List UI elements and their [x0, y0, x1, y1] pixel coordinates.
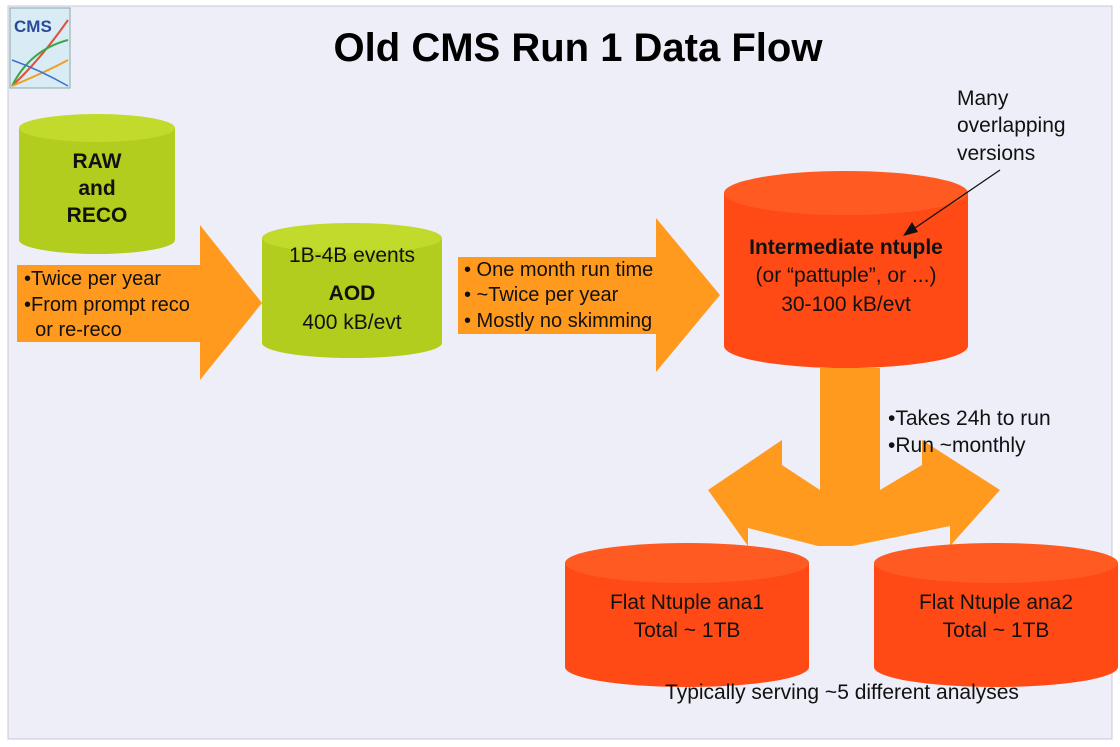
cms-logo-icon: CMS [9, 7, 71, 89]
callout-line1: Many [957, 87, 1009, 110]
flat1-name: Flat Ntuple ana1 [610, 591, 764, 614]
fork-arrow [708, 368, 1000, 546]
arrow-raw-to-aod: •Twice per year •From prompt reco or re-… [17, 225, 262, 380]
flat2-name: Flat Ntuple ana2 [919, 591, 1073, 614]
callout-arrowhead-icon [903, 222, 918, 236]
aod-size: 400 kB/evt [302, 311, 401, 334]
raw-reco-cylinder: RAW and RECO [19, 114, 175, 254]
page-title: Old CMS Run 1 Data Flow [334, 26, 824, 70]
aod-name: AOD [329, 282, 376, 305]
callout-line2: overlapping [957, 114, 1066, 137]
aod-events: 1B-4B events [289, 244, 415, 267]
raw-label: RAW [73, 150, 122, 173]
arrow1-line1: •Twice per year [24, 268, 161, 290]
fork-line2: •Run ~monthly [888, 434, 1026, 457]
footer-note: Typically serving ~5 different analyses [665, 681, 1019, 704]
callout: Many overlapping versions [903, 87, 1066, 236]
arrow1-line3: or re-reco [24, 319, 122, 341]
intermediate-name: Intermediate ntuple [749, 236, 943, 259]
flat-ntuple-ana2-cylinder: Flat Ntuple ana2 Total ~ 1TB [874, 543, 1118, 687]
arrow-aod-to-intermediate: • One month run time • ~Twice per year •… [458, 218, 720, 372]
aod-cylinder: 1B-4B events AOD 400 kB/evt [262, 223, 442, 358]
flat-ntuple-ana1-cylinder: Flat Ntuple ana1 Total ~ 1TB [565, 543, 809, 687]
arrow2-line1: • One month run time [464, 259, 653, 281]
fork-line1: •Takes 24h to run [888, 407, 1051, 430]
arrow2-line3: • Mostly no skimming [464, 310, 652, 332]
logo-text: CMS [14, 17, 52, 36]
and-label: and [78, 177, 115, 200]
intermediate-size: 30-100 kB/evt [781, 293, 911, 316]
arrow2-line2: • ~Twice per year [464, 284, 619, 306]
callout-pointer [911, 169, 1001, 231]
arrow1-line2: •From prompt reco [24, 294, 190, 316]
intermediate-ntuple-cylinder: Intermediate ntuple (or “pattuple”, or .… [724, 171, 968, 368]
callout-line3: versions [957, 142, 1035, 165]
flat2-size: Total ~ 1TB [943, 619, 1050, 642]
reco-label: RECO [67, 204, 128, 227]
flat1-size: Total ~ 1TB [634, 619, 741, 642]
intermediate-alias: (or “pattuple”, or ...) [756, 264, 937, 287]
